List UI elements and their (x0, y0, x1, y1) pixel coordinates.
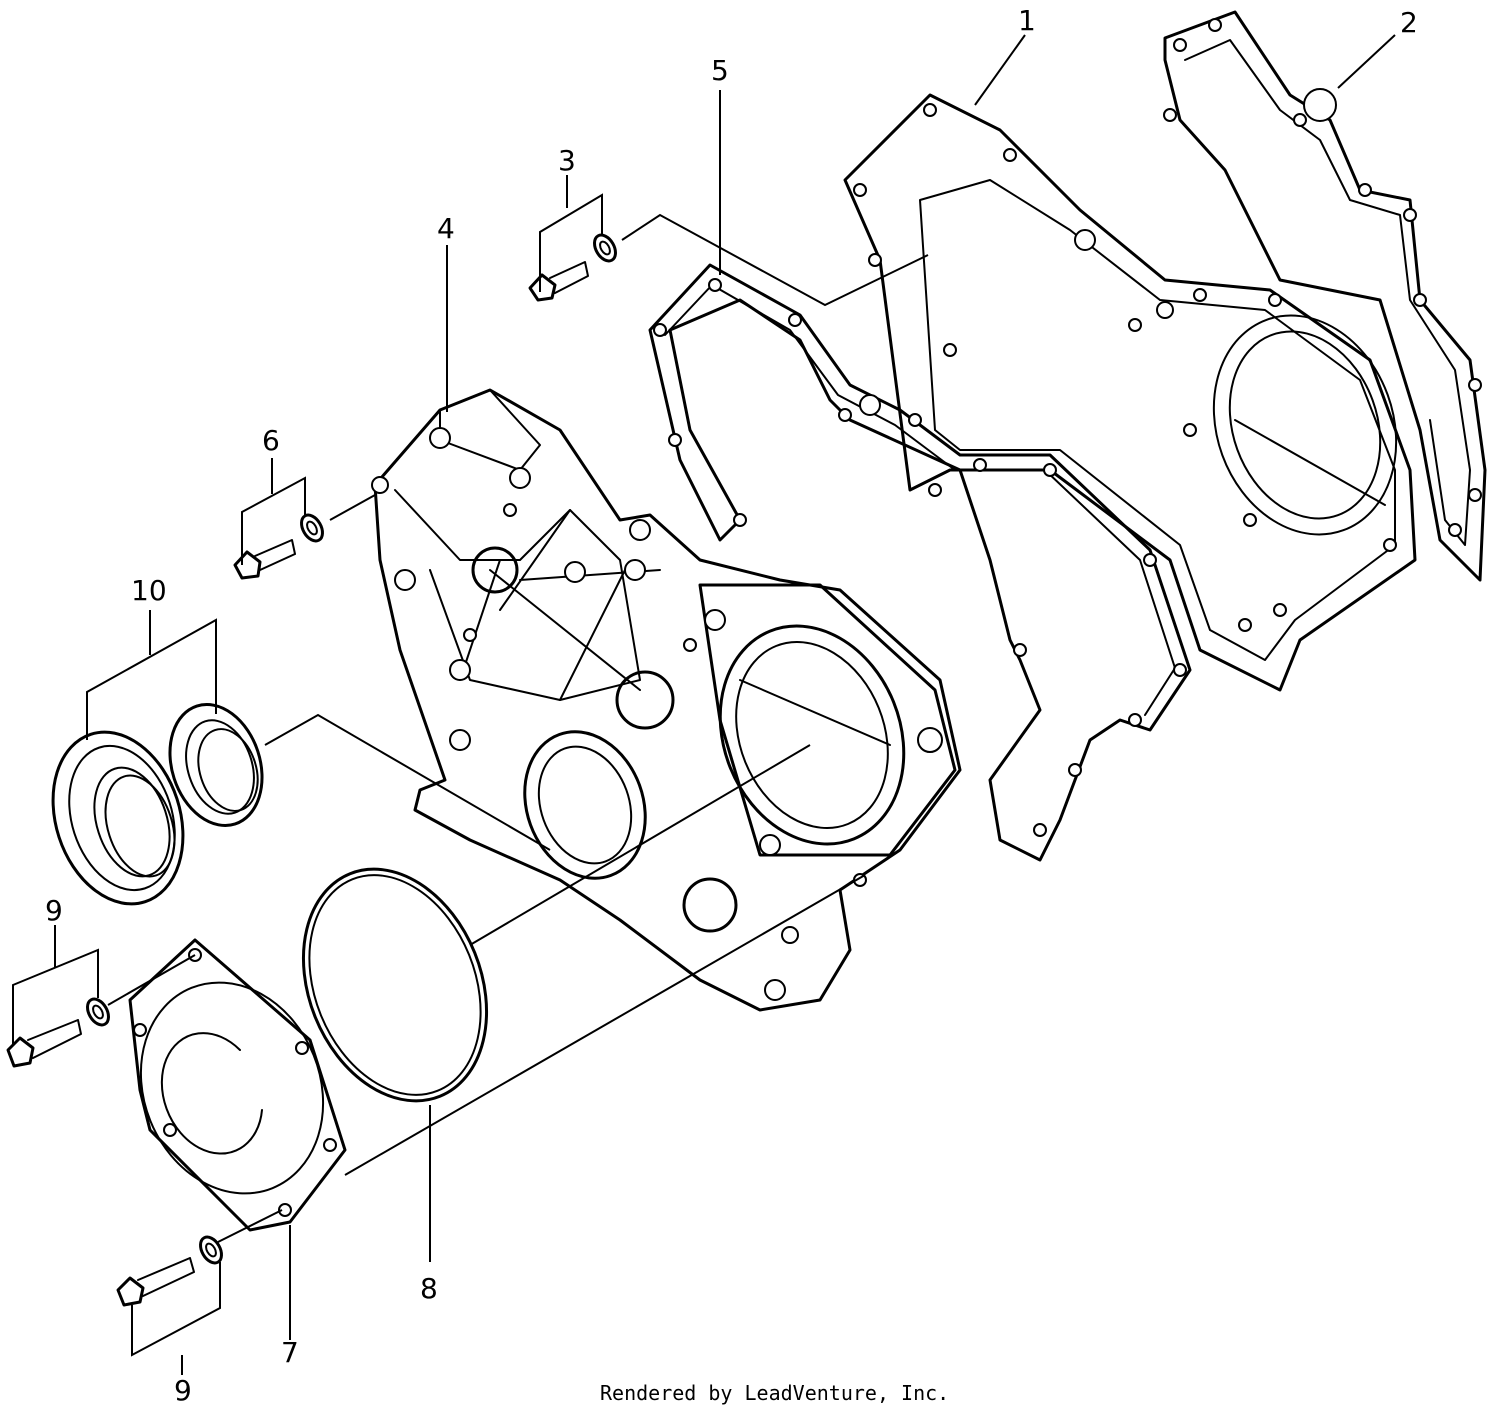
timing-cover-4 (371, 388, 962, 1012)
callout-2: 2 (1400, 6, 1418, 39)
gasket-5 (648, 263, 1192, 862)
seal-10-large (51, 730, 185, 906)
bolt-9-lower (116, 1235, 223, 1307)
callout-8: 8 (420, 1272, 438, 1305)
bolt-9-upper (6, 997, 110, 1068)
callout-1: 1 (1018, 4, 1036, 37)
bolt-3 (528, 233, 617, 302)
callout-4: 4 (437, 212, 455, 245)
gasket-1 (843, 93, 1417, 692)
callout-7: 7 (281, 1336, 299, 1369)
callout-9-upper: 9 (45, 894, 63, 927)
footer-credit: Rendered by LeadVenture, Inc. (600, 1381, 949, 1405)
callout-6: 6 (262, 424, 280, 457)
leader-lines (12, 34, 1396, 1375)
o-ring-8 (301, 867, 489, 1103)
seal-10-small (168, 702, 264, 828)
callout-9-lower: 9 (174, 1374, 192, 1407)
callout-10: 10 (131, 574, 167, 607)
callout-3: 3 (558, 144, 576, 177)
gasket-2 (1163, 10, 1487, 582)
cover-plate-7 (128, 938, 347, 1232)
bolt-6 (233, 513, 324, 580)
callout-5: 5 (711, 54, 729, 87)
